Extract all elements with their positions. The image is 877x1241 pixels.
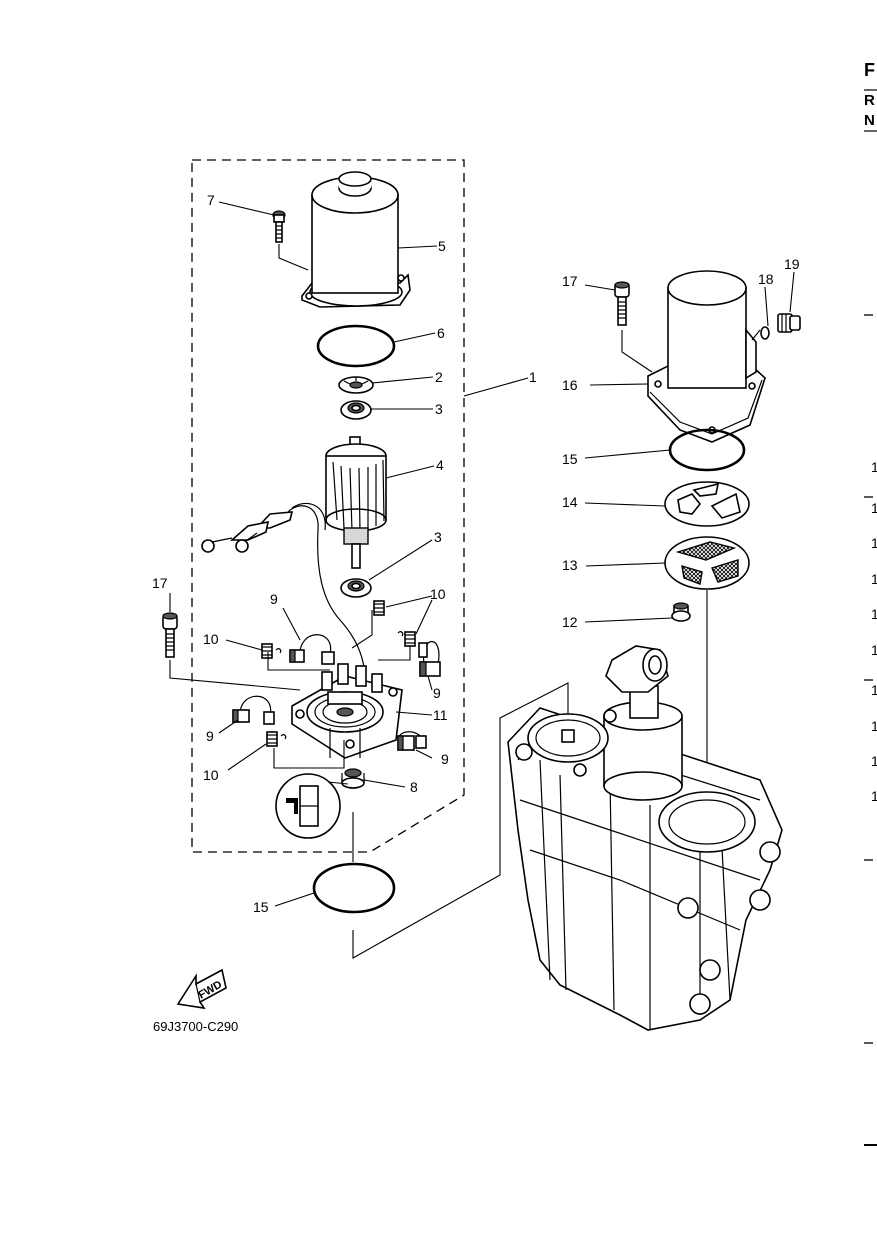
callout-15-right: 15 [562,451,578,467]
motor-yoke [301,171,411,308]
o-ring-18 [760,326,770,340]
motor-lead-wires [201,502,366,681]
o-ring-6 [316,324,396,368]
header-letter-r: R [864,92,875,109]
callout-5: 5 [438,238,446,254]
callout-7: 7 [207,192,215,208]
edge-markers: 1 1 1 1 1 1 1 1 1 1 [864,314,877,1146]
callout-16: 16 [562,377,578,393]
bearing-3-upper [340,400,372,420]
leader-7-to-yoke [278,244,309,271]
callout-6: 6 [437,325,445,341]
edge-one: 1 [871,500,877,516]
plug-19 [777,313,801,333]
header-letter-n: N [864,112,875,129]
o-ring-15-lower [312,862,396,914]
callout-9-left: 9 [206,728,214,744]
motor-assembly-boundary [191,159,465,853]
edge-one: 1 [871,535,877,551]
callout-10-left: 10 [203,631,219,647]
brush-9-lower-left [232,695,275,725]
washer-2 [338,376,374,394]
drawing-code: 69J3700-C290 [153,1019,238,1034]
oil-seal-8 [341,768,365,789]
leader-17-to-motor [621,330,653,373]
seal-orientation-detail [275,773,349,839]
screw-7 [272,210,286,243]
brush-9-upper-left [289,634,335,665]
callout-13: 13 [562,557,578,573]
bolt-12 [671,602,691,622]
pump-motor-16 [647,270,766,443]
edge-one: 1 [871,571,877,587]
callout-leaders [169,201,795,907]
bearing-3-lower [340,578,372,598]
brush-9-lower-right [397,731,427,751]
gasket-14 [664,481,750,527]
leader-17-to-holder [169,660,301,691]
edge-one: 1 [871,788,877,804]
callout-10-upper: 10 [430,586,446,602]
callout-3-lower: 3 [434,529,442,545]
callout-8: 8 [410,779,418,795]
callout-18: 18 [758,271,774,287]
leader-18-to-motor [751,329,761,341]
leader-10-lower-to-holder [273,740,345,769]
screw-17-right [614,281,630,326]
callout-15-lower: 15 [253,899,269,915]
callout-17-right: 17 [562,273,578,289]
header-letter-f: F [864,60,875,80]
edge-one: 1 [871,642,877,658]
brush-9-upper-right [418,640,441,677]
callout-17-left: 17 [152,575,168,591]
leader-10-to-holder [267,652,330,671]
fwd-direction-arrow: FWD [176,968,227,1010]
leader-10-upper-to-holder [351,610,373,649]
spring-10-lower [266,731,287,747]
callout-11: 11 [433,707,448,723]
callout-3-upper: 3 [435,401,443,417]
callout-1: 1 [529,369,537,385]
callout-9-lower: 9 [441,751,449,767]
callout-14: 14 [562,494,578,510]
callout-10-lower: 10 [203,767,219,783]
spring-10-right [397,631,416,647]
edge-one: 1 [871,606,877,622]
edge-one: 1 [871,753,877,769]
edge-one: 1 [871,682,877,698]
edge-one: 1 [871,459,877,475]
armature-4 [325,436,387,569]
leader-10-right-to-holder [378,646,411,661]
callout-9-upper: 9 [270,591,278,607]
callout-4: 4 [436,457,444,473]
callout-12: 12 [562,614,578,630]
leader-15-to-housing [352,682,569,959]
screw-17-left [162,612,178,658]
tilt-cylinder-housing [507,645,783,1031]
callout-19: 19 [784,256,800,272]
callout-2: 2 [435,369,443,385]
spring-10-upper [373,600,385,616]
filter-plate-13 [664,536,750,590]
edge-one: 1 [871,718,877,734]
callout-9-right: 9 [433,685,441,701]
spring-10-left [261,643,282,659]
brush-holder-11 [291,663,403,759]
